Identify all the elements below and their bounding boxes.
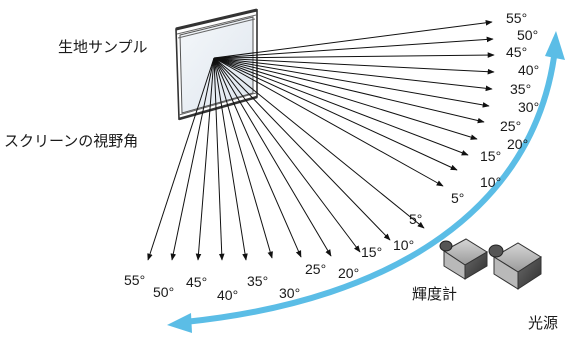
ray-right-3 [213, 57, 495, 75]
luminance-meter-label: 輝度計 [412, 286, 457, 303]
angle-label-left: 50° [153, 284, 174, 300]
ray-left-5 [213, 57, 273, 259]
ray-left-1 [170, 57, 215, 261]
angle-label-left: 20° [338, 265, 359, 281]
ray-left-3 [213, 57, 225, 261]
angle-label-left: 15° [361, 244, 382, 260]
ray-left-2 [195, 57, 215, 261]
angle-label-left: 25° [305, 261, 326, 277]
angle-label-left: 40° [217, 287, 238, 303]
angle-label-right: 10° [480, 174, 501, 190]
ray-left-6 [213, 57, 302, 258]
angle-label-right: 35° [510, 81, 531, 97]
ray-right-5 [213, 57, 490, 108]
angle-label-left: 55° [124, 272, 145, 288]
light-source-device [488, 242, 542, 290]
angle-label-right: 55° [506, 10, 527, 26]
ray-right-2 [213, 52, 495, 59]
ray-left-0 [147, 57, 215, 261]
angle-label-left: 5° [409, 211, 422, 227]
angle-label-right: 15° [480, 148, 501, 164]
ray-left-4 [213, 57, 248, 261]
angle-label-left: 10° [393, 237, 414, 253]
ray-right-1 [213, 36, 494, 59]
angle-label-left: 30° [279, 285, 300, 301]
ray-right-9 [213, 57, 458, 171]
angle-label-right: 30° [518, 99, 539, 115]
light-source-label: 光源 [528, 315, 558, 332]
fabric-sample-label: 生地サンプル [58, 39, 148, 56]
ray-left-8 [213, 57, 361, 253]
blue-sweep-arrow [167, 31, 565, 333]
ray-left-9 [213, 57, 391, 241]
ray-left-7 [213, 57, 332, 257]
ray-right-10 [213, 57, 444, 187]
angle-label-right: 20° [507, 136, 528, 152]
ray-right-4 [213, 57, 493, 92]
angle-label-right: 50° [517, 27, 538, 43]
angle-label-left: 45° [186, 274, 207, 290]
angle-label-right: 5° [451, 190, 464, 206]
angle-label-right: 40° [518, 62, 539, 78]
angle-labels: 55°50°45°40°35°30°25°20°15°10°5°55°50°45… [124, 10, 539, 303]
ray-left-10 [213, 57, 425, 229]
ray-right-8 [213, 57, 469, 156]
angle-label-left: 35° [247, 273, 268, 289]
screen-viewing-angle-label: スクリーンの視野角 [4, 133, 138, 150]
ray-right-0 [213, 20, 493, 59]
ray-right-6 [213, 57, 485, 124]
angle-rays [147, 20, 495, 261]
ray-right-7 [213, 57, 478, 140]
angle-label-right: 25° [500, 118, 521, 134]
luminance-meter-device [439, 238, 488, 280]
angle-label-right: 45° [506, 44, 527, 60]
